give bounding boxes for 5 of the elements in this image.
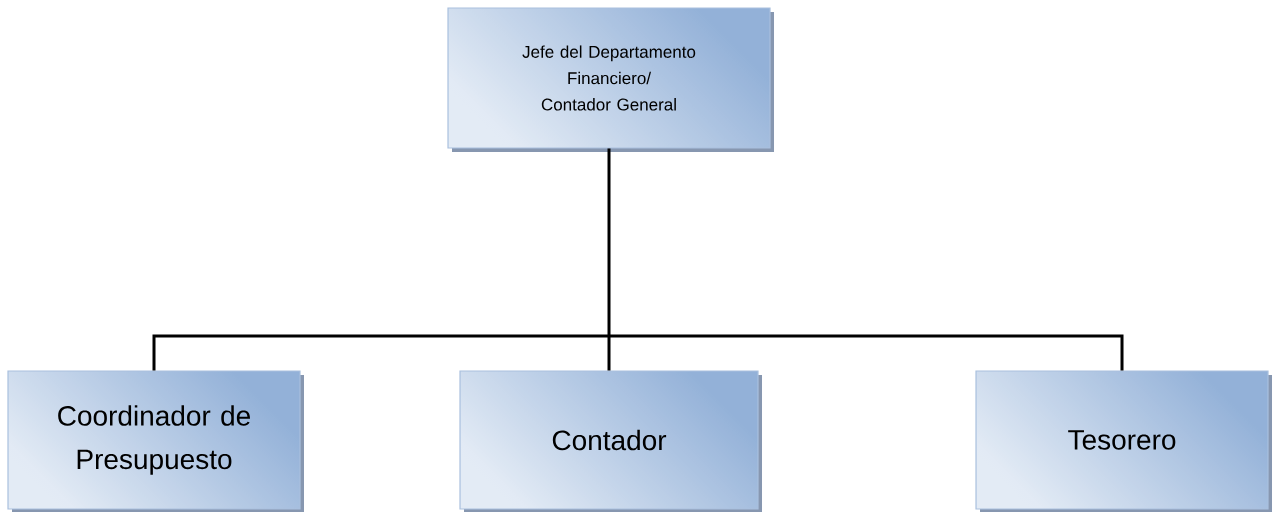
connector-line: [152, 147, 1124, 372]
org-box: Contador: [459, 370, 762, 512]
org-box: Coordinador de Presupuesto: [7, 370, 304, 512]
org-box: Jefe del Departamento Financiero/ Contador General: [447, 7, 774, 152]
org-box: Tesorero: [975, 370, 1272, 512]
